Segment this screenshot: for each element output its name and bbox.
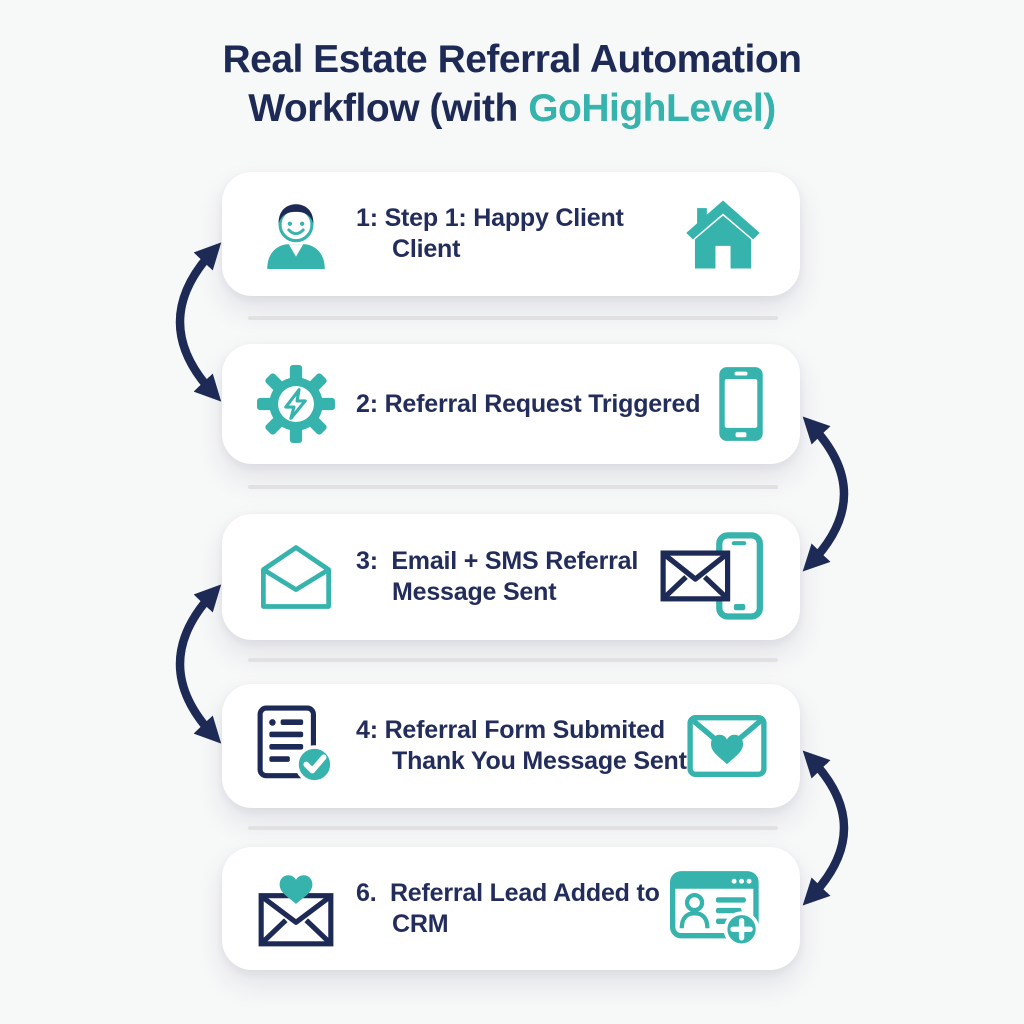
title-with: (with (429, 87, 529, 130)
title-line-2: Workflow (with GoHighLevel) (0, 84, 1024, 134)
crm-add-contact-icon (670, 867, 764, 951)
title-paren-close: ) (763, 87, 776, 130)
divider-2 (248, 485, 778, 489)
happy-client-icon (250, 197, 342, 271)
title-workflow: Workflow (248, 87, 430, 130)
step-4-line-1: 4: Referral Form Submited (356, 716, 665, 744)
heart-envelope-icon (687, 715, 767, 777)
connector-arrow-left-1 (175, 242, 222, 402)
step-3-line-2: Message Sent (392, 578, 557, 606)
divider-4 (248, 826, 778, 830)
page-title: Real Estate Referral Automation Workflow… (0, 36, 1024, 134)
step-5-line-2: CRM (392, 909, 449, 938)
step-2-label: 2: Referral Request Triggered (356, 389, 701, 420)
step-3-line-1: 3: Email + SMS Referral (356, 547, 639, 575)
title-brand-gohighlevel: GoHighLevel (528, 87, 764, 130)
step-1-line-2: Client (392, 235, 461, 263)
envelope-heart-icon (250, 868, 342, 950)
connector-arrow-left-2 (175, 584, 222, 744)
title-line-1: Real Estate Referral Automation (222, 38, 802, 81)
step-4-line-2: Thank You Message Sent (392, 747, 687, 775)
divider-1 (248, 316, 778, 320)
step-card-2: 2: Referral Request Triggered (222, 344, 800, 464)
smartphone-icon (718, 366, 764, 442)
document-check-icon (250, 705, 342, 787)
divider-3 (248, 658, 778, 662)
connector-arrow-right-2 (802, 750, 849, 906)
email-sms-icon (660, 532, 764, 622)
open-envelope-icon (250, 541, 342, 613)
step-1-line-1: 1: Step 1: Happy Client (356, 204, 624, 232)
step-5-line-1: 6. Referral Lead Added to (356, 878, 660, 907)
connector-arrow-right-1 (802, 416, 849, 572)
gear-lightning-icon (250, 364, 342, 444)
house-icon (682, 195, 764, 273)
step-2-line-1: 2: Referral Request Triggered (356, 389, 701, 418)
